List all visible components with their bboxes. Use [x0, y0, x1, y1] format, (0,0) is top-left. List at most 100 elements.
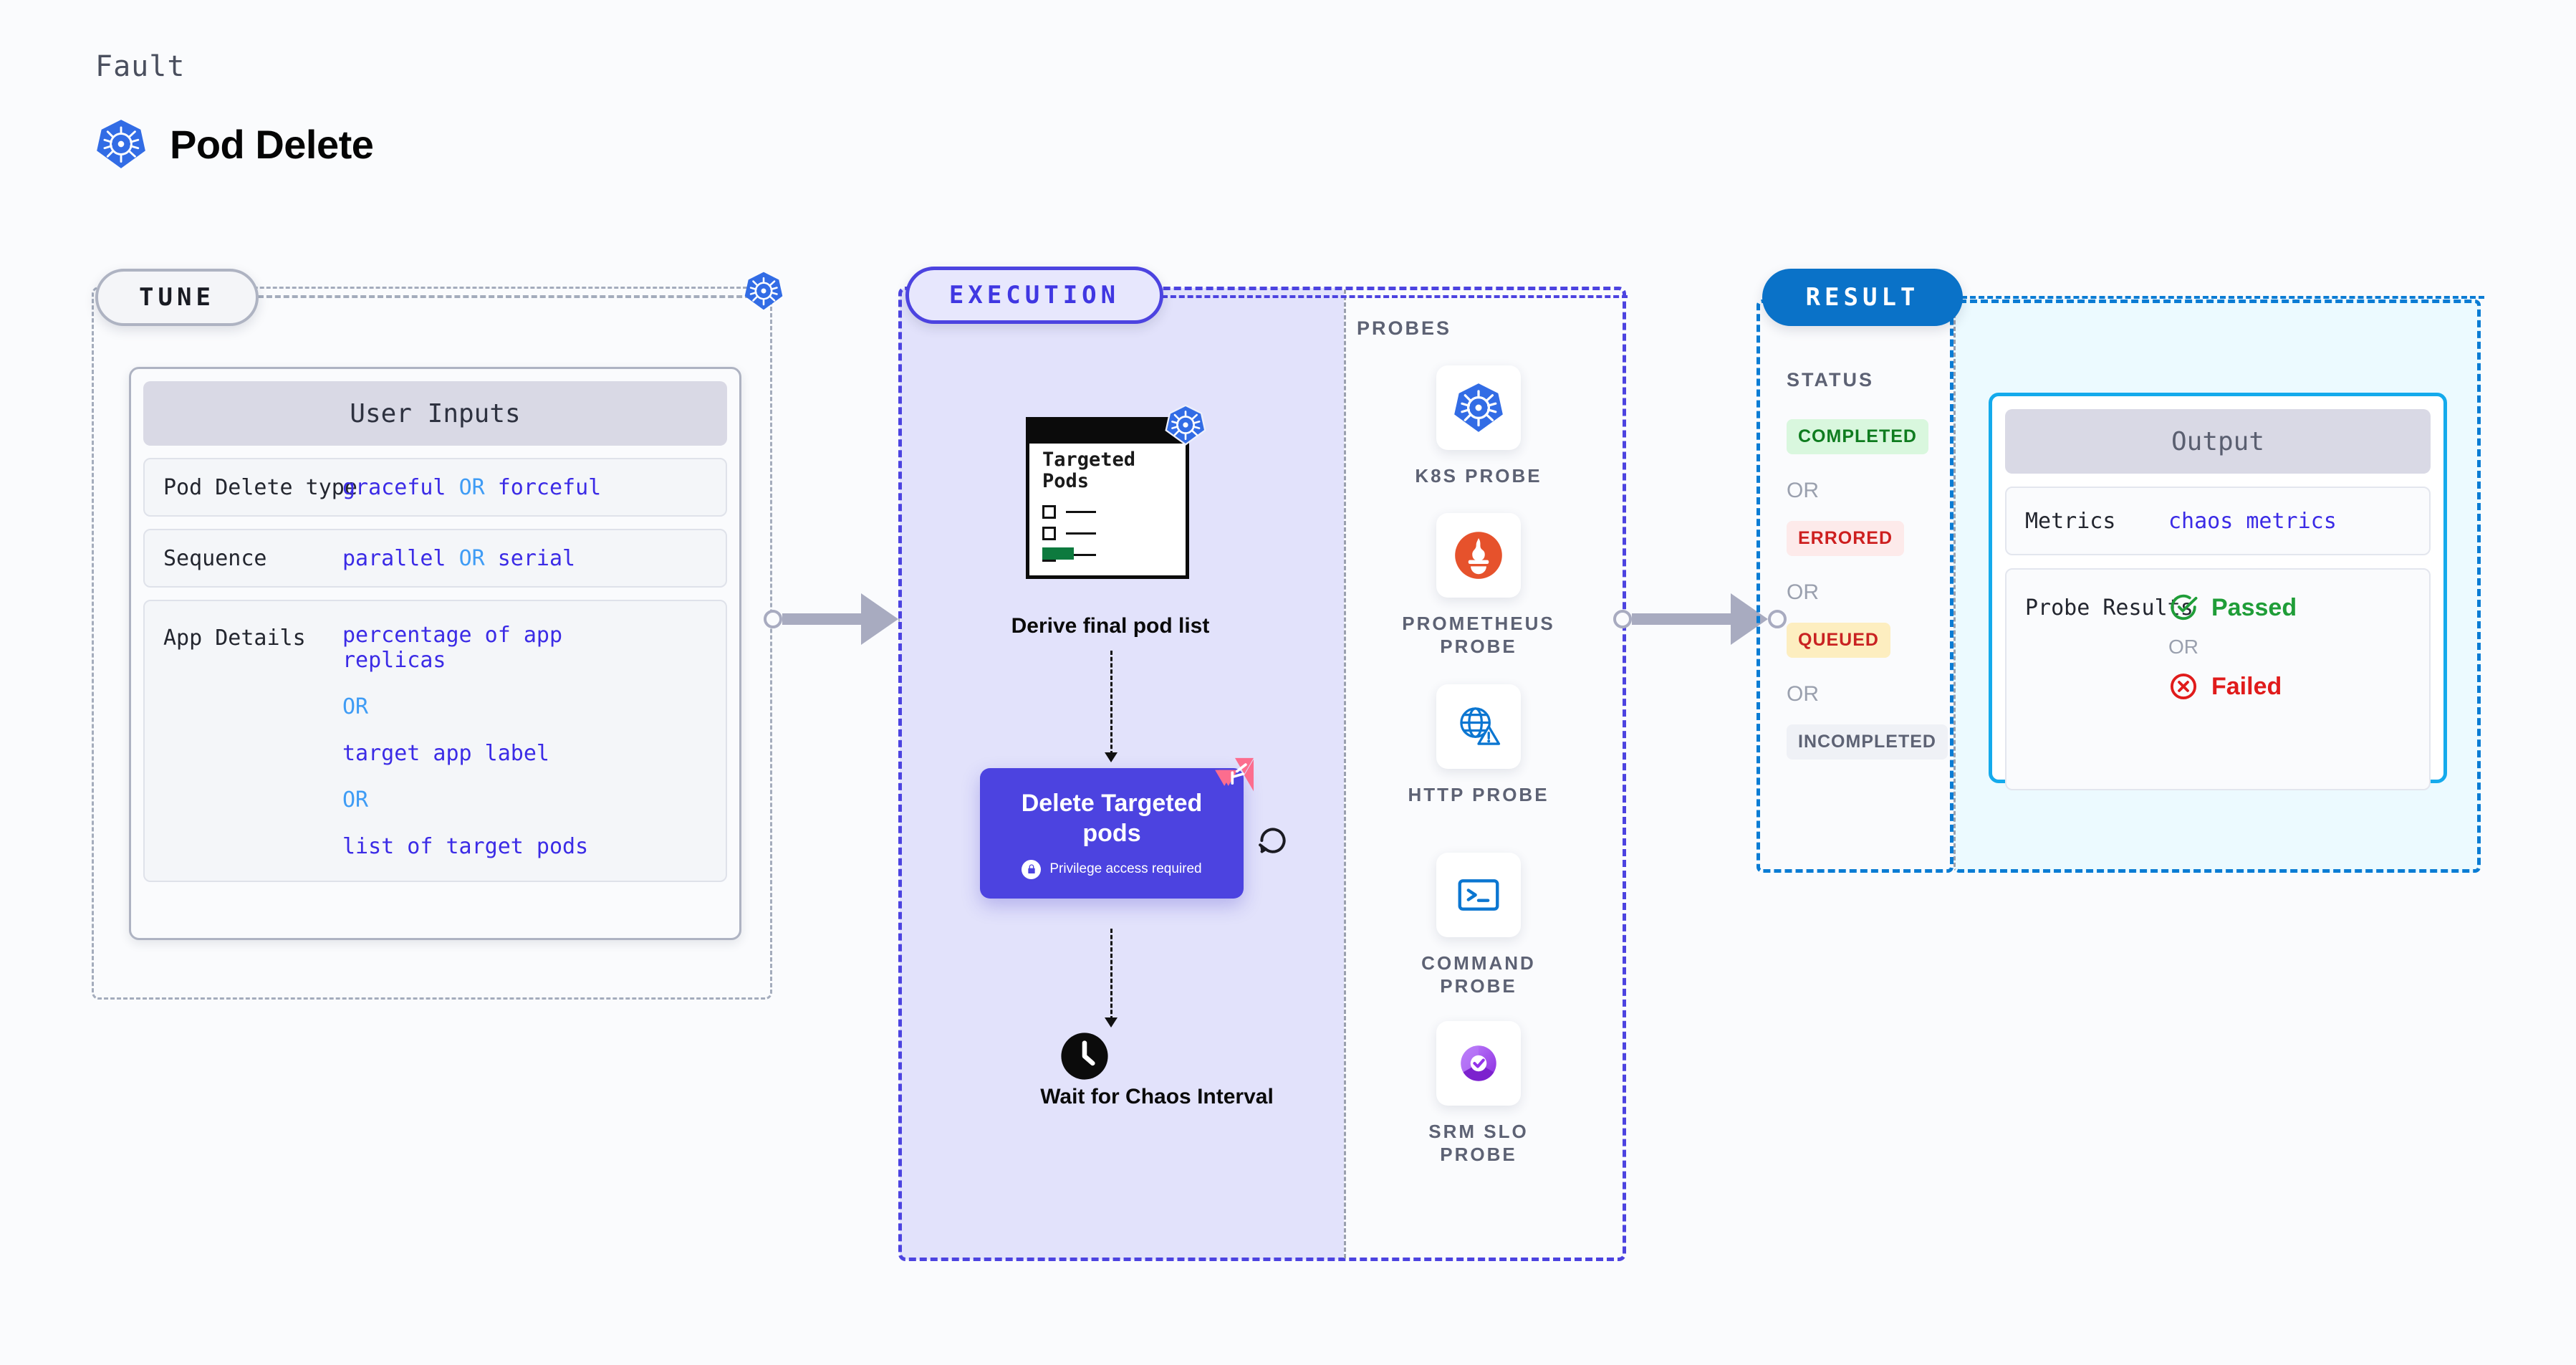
or-separator: OR: [2168, 636, 2198, 658]
connector-dot: [764, 610, 782, 628]
connector-arrow-head: [1731, 593, 1768, 645]
list-item: [1042, 527, 1096, 540]
kubernetes-icon: [1165, 404, 1206, 449]
or-separator: OR: [458, 474, 485, 500]
harness-icon: [1215, 757, 1255, 798]
execution-connector-line: [1162, 295, 1628, 298]
metrics-label: Metrics: [2025, 508, 2116, 534]
kubernetes-icon: [95, 118, 147, 170]
probes-divider: [1344, 289, 1346, 1258]
probe-tile: [1436, 1021, 1521, 1106]
delete-card-title: Delete Targeted pods: [1021, 789, 1203, 847]
tune-connector-line: [258, 295, 759, 298]
or-separator: OR: [1787, 479, 1819, 502]
page-title: Pod Delete: [170, 121, 374, 167]
probe-tile: [1436, 853, 1521, 937]
wait-for-chaos-interval-label: Wait for Chaos Interval: [1040, 1085, 1274, 1108]
probe-label: SRM SLO PROBE: [1428, 1121, 1529, 1165]
stage-pill-execution[interactable]: EXECUTION: [905, 267, 1163, 324]
card-titlebar: [1029, 421, 1186, 444]
app-option-replicas: percentage of app replicas: [342, 623, 563, 673]
srm-slo-icon: [1461, 1045, 1496, 1081]
or-separator: OR: [342, 694, 369, 719]
globe-warning-icon: [1460, 707, 1501, 745]
targeted-pods-title: Targeted Pods: [1042, 449, 1136, 492]
tune-panel: [92, 287, 772, 1000]
check-circle-icon: [2171, 594, 2198, 621]
failed-text: Failed: [2211, 672, 2282, 700]
connector-dot: [1768, 610, 1787, 628]
input-row-sequence[interactable]: Sequence parallel OR serial: [143, 529, 727, 588]
fault-label: Fault: [95, 50, 186, 83]
flow-arrow-head: [1105, 752, 1118, 762]
or-separator: OR: [458, 545, 485, 571]
probe-label: COMMAND PROBE: [1421, 952, 1536, 997]
user-inputs-card: User Inputs Pod Delete type graceful OR …: [129, 367, 741, 940]
app-option-pods: list of target pods: [342, 834, 589, 859]
execution-panel: [898, 287, 1626, 1261]
x-circle-icon: [2170, 673, 2197, 700]
sequence-label: Sequence: [163, 545, 267, 571]
probe-item-srm-slo[interactable]: SRM SLO PROBE: [1393, 1021, 1565, 1166]
prometheus-icon: [1455, 532, 1502, 579]
input-row-app-details[interactable]: App Details percentage of app replicas O…: [143, 600, 727, 882]
privilege-note-text: Privilege access required: [1049, 861, 1202, 876]
user-inputs-title: User Inputs: [143, 381, 727, 446]
probe-tile: [1436, 365, 1521, 450]
probe-item-k8s[interactable]: K8S PROBE: [1393, 365, 1565, 487]
flow-arrow-line: [1110, 651, 1112, 755]
app-option-label: target app label: [342, 741, 549, 766]
value-serial: serial: [497, 545, 576, 571]
stage-pill-tune[interactable]: TUNE: [95, 269, 259, 326]
lock-icon: [1022, 859, 1042, 879]
derive-pod-list-label: Derive final pod list: [1011, 614, 1210, 638]
clock-icon: [1060, 1032, 1109, 1084]
passed-text: Passed: [2211, 593, 2297, 621]
delete-targeted-pods-card[interactable]: Delete Targeted pods Privilege access re…: [980, 757, 1254, 899]
probe-tile: [1436, 513, 1521, 598]
kubernetes-icon: [1454, 383, 1503, 432]
connector-arrow-head: [861, 593, 898, 645]
probe-label: HTTP PROBE: [1408, 784, 1549, 805]
fault-title-row: Pod Delete: [95, 118, 374, 170]
input-row-pod-delete-type[interactable]: Pod Delete type graceful OR forceful: [143, 458, 727, 517]
probe-result-failed: Failed: [2168, 671, 2297, 701]
output-row-metrics: Metrics chaos metrics: [2005, 487, 2431, 555]
probes-title: PROBES: [1357, 317, 1452, 339]
status-title: STATUS: [1787, 369, 1874, 391]
output-card-title: Output: [2005, 409, 2431, 474]
connector-shaft: [1632, 613, 1732, 625]
probe-label: K8S PROBE: [1415, 465, 1542, 487]
tune-kubernetes-badge: [744, 271, 784, 315]
green-progress-bar: [1042, 547, 1074, 560]
list-line: [1066, 532, 1096, 535]
probe-tile: [1436, 684, 1521, 769]
value-graceful: graceful: [342, 474, 446, 500]
refresh-loop-icon[interactable]: [1255, 823, 1291, 862]
flow-arrow-head: [1105, 1017, 1118, 1028]
connector-tune-to-execution: [764, 593, 917, 645]
value-forceful: forceful: [497, 474, 602, 500]
app-details-label: App Details: [163, 626, 306, 651]
stage-pill-result[interactable]: RESULT: [1762, 269, 1963, 326]
checkbox-icon: [1042, 505, 1056, 519]
checkbox-icon: [1042, 527, 1056, 540]
connector-shaft: [782, 613, 862, 625]
terminal-icon: [1458, 879, 1499, 911]
probe-label: PROMETHEUS PROBE: [1402, 613, 1555, 657]
probe-result-passed: Passed: [2168, 593, 2297, 623]
list-item: [1042, 505, 1096, 519]
probe-results-label: Probe Results: [2025, 595, 2193, 621]
output-card: Output Metrics chaos metrics Probe Resul…: [1989, 393, 2447, 790]
status-badge-incompleted: INCOMPLETED: [1787, 724, 1948, 760]
pod-delete-type-values: graceful OR forceful: [342, 475, 601, 500]
sequence-values: parallel OR serial: [342, 546, 575, 571]
value-parallel: parallel: [342, 545, 446, 571]
or-separator: OR: [1787, 580, 1819, 604]
probe-item-http[interactable]: HTTP PROBE: [1393, 684, 1565, 806]
metrics-value: chaos metrics: [2168, 508, 2337, 534]
probe-item-command[interactable]: COMMAND PROBE: [1393, 853, 1565, 997]
probe-item-prometheus[interactable]: PROMETHEUS PROBE: [1393, 513, 1565, 658]
connector-dot: [1613, 610, 1632, 628]
or-separator: OR: [342, 787, 369, 813]
